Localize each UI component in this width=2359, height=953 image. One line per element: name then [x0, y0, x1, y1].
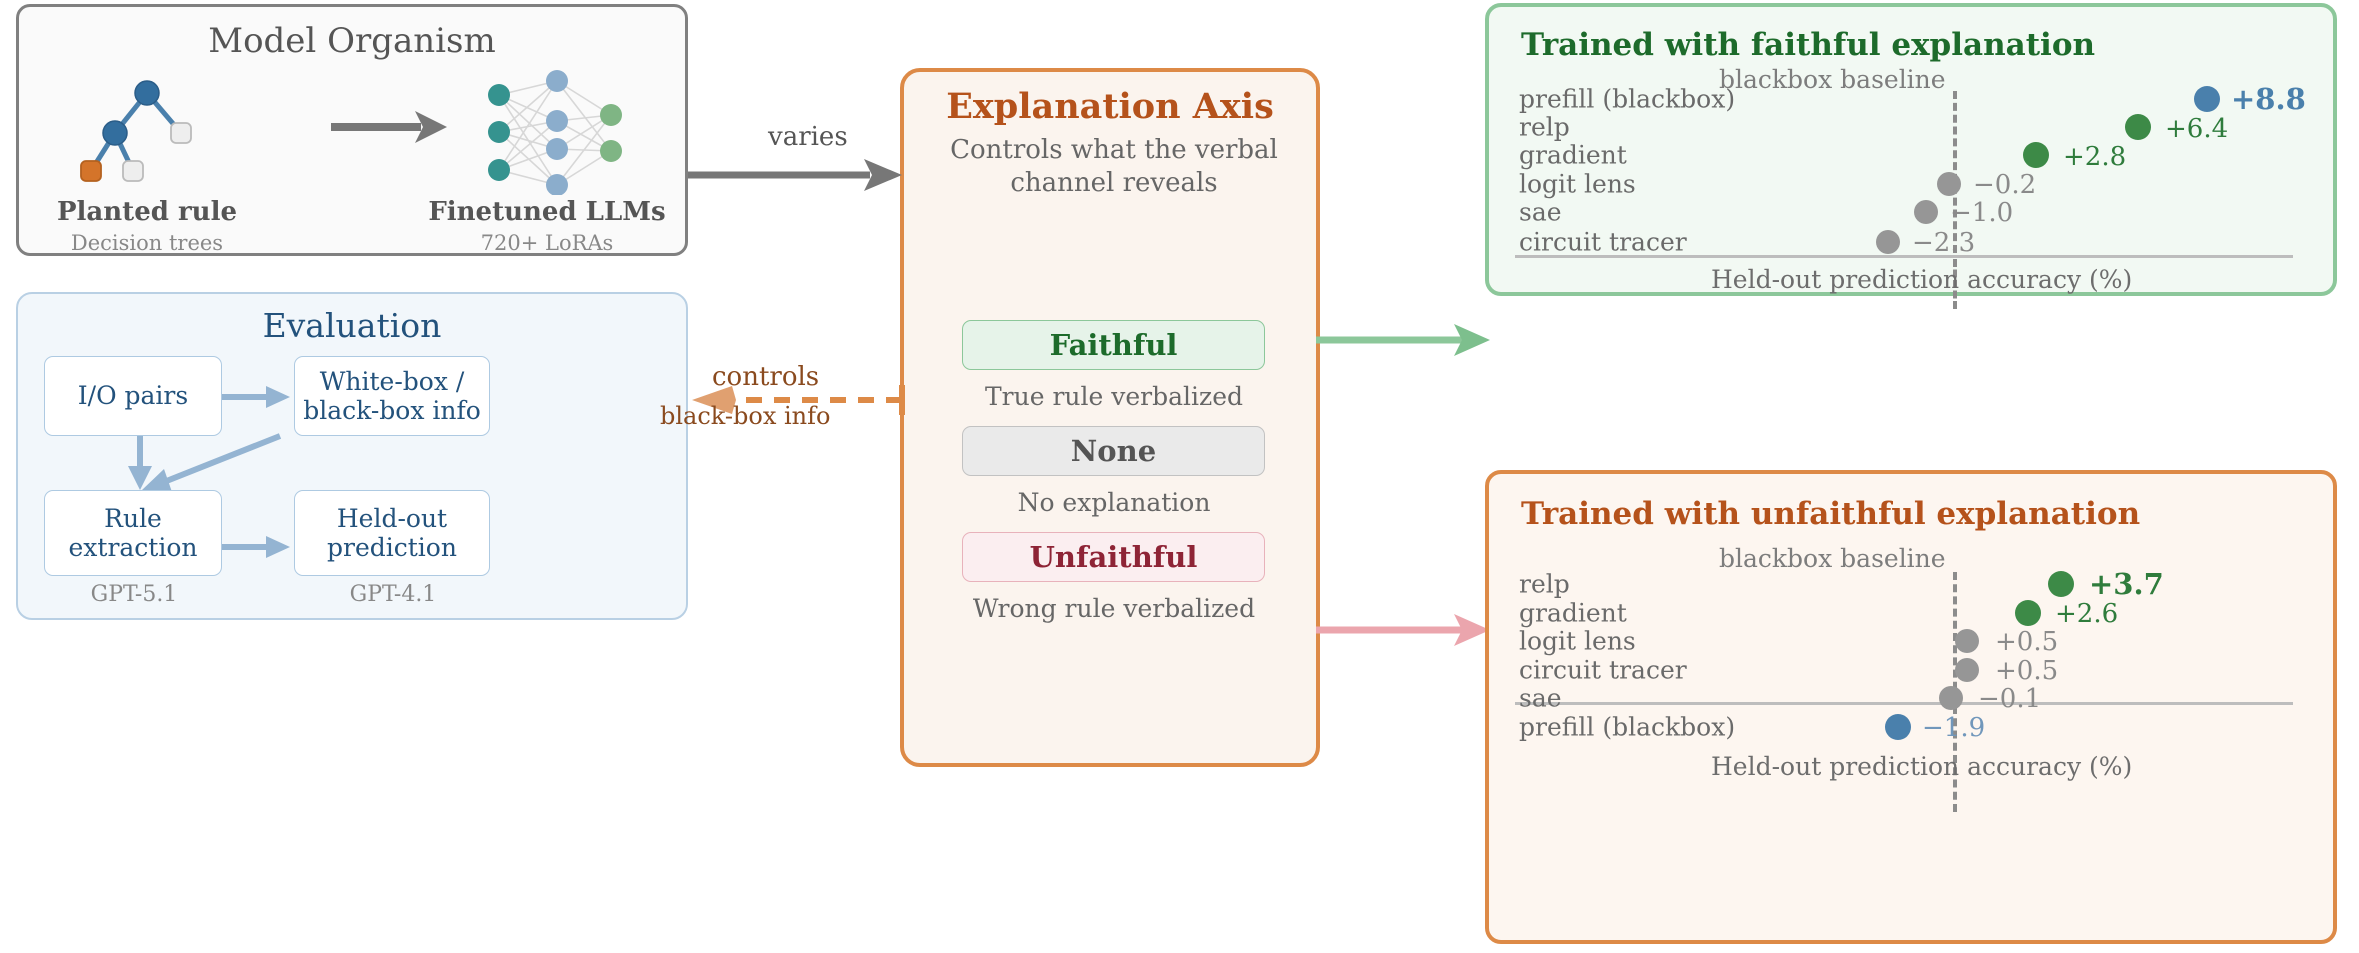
faithful-row-label-3: logit lens — [1519, 169, 1636, 199]
faithful-value-5: −2.3 — [1912, 228, 1976, 258]
unfaithful-results-panel: Trained with unfaithful explanation blac… — [1485, 470, 2337, 944]
black-box-info-label: black-box info — [660, 402, 831, 430]
faithful-xaxis-label: Held-out prediction accuracy (%) — [1711, 265, 2133, 294]
unfaithful-value-3: +0.5 — [1995, 656, 2059, 686]
unfaithful-separator-line — [1515, 702, 2293, 705]
faithful-row-label-5: circuit tracer — [1519, 227, 1687, 257]
unfaithful-xaxis-label: Held-out prediction accuracy (%) — [1711, 752, 2133, 781]
unfaithful-dot-5 — [1885, 714, 1911, 740]
eval-box-io-pairs[interactable]: I/O pairs — [44, 356, 222, 436]
eval-box-whitebox-blackbox-info[interactable]: White-box / black-box info — [294, 356, 490, 436]
unfaithful-baseline-label: blackbox baseline — [1719, 544, 1946, 573]
faithful-dot-1 — [2125, 114, 2151, 140]
eval-box-held-out-prediction[interactable]: Held-out prediction — [294, 490, 490, 576]
evaluation-title: Evaluation — [262, 306, 442, 345]
unfaithful-value-1: +2.6 — [2055, 599, 2119, 629]
controls-label: controls — [712, 362, 820, 392]
unfaithful-dot-1 — [2015, 600, 2041, 626]
option-faithful-caption: True rule verbalized — [985, 382, 1243, 411]
unfaithful-results-title: Trained with unfaithful explanation — [1521, 496, 2141, 532]
unfaithful-dot-2 — [1955, 629, 1979, 653]
faithful-dot-2 — [2023, 142, 2049, 168]
faithful-results-panel: Trained with faithful explanation blackb… — [1485, 3, 2337, 309]
faithful-dot-4 — [1914, 200, 1938, 224]
unfaithful-row-label-5: prefill (blackbox) — [1519, 712, 1736, 742]
option-none-caption: No explanation — [1017, 488, 1211, 517]
model-organism-title: Model Organism — [208, 21, 496, 61]
evaluation-flow-arrows — [128, 386, 290, 558]
faithful-dot-5 — [1876, 230, 1900, 254]
unfaithful-row-label-4: sae — [1519, 683, 1562, 713]
eval-caption-gpt41: GPT-4.1 — [349, 582, 437, 607]
faithful-value-2: +2.8 — [2063, 142, 2127, 172]
unfaithful-connector-arrow — [1316, 614, 1490, 646]
faithful-value-0: +8.8 — [2231, 82, 2306, 116]
unfaithful-row-label-3: circuit tracer — [1519, 655, 1687, 685]
faithful-separator-line — [1515, 255, 2293, 258]
option-none[interactable]: None — [962, 426, 1265, 476]
option-unfaithful-caption: Wrong rule verbalized — [972, 594, 1256, 623]
faithful-baseline-line — [1953, 91, 1957, 253]
explanation-axis-subtitle: Controls what the verbal channel reveals — [950, 135, 1278, 199]
varies-label: varies — [768, 122, 848, 152]
eval-caption-gpt51: GPT-5.1 — [90, 582, 178, 607]
faithful-results-title: Trained with faithful explanation — [1521, 27, 2096, 63]
faithful-dot-3 — [1937, 172, 1961, 196]
faithful-row-label-2: gradient — [1519, 140, 1627, 170]
faithful-baseline-label: blackbox baseline — [1719, 65, 1946, 94]
model-organism-panel: Model Organism — [16, 4, 688, 256]
explanation-axis-title: Explanation Axis — [946, 86, 1274, 127]
faithful-value-1: +6.4 — [2165, 114, 2229, 144]
unfaithful-value-2: +0.5 — [1995, 627, 2059, 657]
unfaithful-value-5: −1.9 — [1922, 713, 1986, 743]
finetuned-llms-label: Finetuned LLMs — [428, 197, 666, 227]
unfaithful-value-0: +3.7 — [2089, 567, 2164, 601]
explanation-axis-panel: Explanation Axis Controls what the verba… — [900, 68, 1320, 767]
faithful-dot-0 — [2194, 86, 2220, 112]
eval-box-rule-extraction[interactable]: Rule extraction — [44, 490, 222, 576]
neural-network-icon — [488, 70, 622, 195]
controls-arrow — [692, 385, 905, 415]
unfaithful-value-4: −0.1 — [1978, 684, 2042, 714]
planted-rule-label: Planted rule — [57, 197, 237, 227]
unfaithful-dot-3 — [1955, 658, 1979, 682]
faithful-value-3: −0.2 — [1973, 170, 2037, 200]
unfaithful-dot-4 — [1939, 686, 1963, 710]
finetuned-llms-caption: 720+ LoRAs — [480, 231, 614, 255]
faithful-connector-arrow — [1316, 324, 1490, 356]
option-unfaithful[interactable]: Unfaithful — [962, 532, 1265, 582]
faithful-row-label-0: prefill (blackbox) — [1519, 84, 1736, 114]
faithful-value-4: −1.0 — [1950, 198, 2014, 228]
unfaithful-row-label-1: gradient — [1519, 598, 1627, 628]
unfaithful-row-label-2: logit lens — [1519, 626, 1636, 656]
varies-arrow — [688, 159, 902, 191]
planted-rule-caption: Decision trees — [70, 231, 224, 255]
arrow-right-icon — [331, 111, 447, 143]
decision-tree-icon — [80, 80, 192, 182]
unfaithful-row-label-0: relp — [1519, 569, 1570, 599]
option-faithful[interactable]: Faithful — [962, 320, 1265, 370]
faithful-baseline-line-lower — [1953, 259, 1957, 309]
evaluation-panel: Evaluation I/O pairs White-box / black-b… — [16, 292, 688, 620]
unfaithful-dot-0 — [2048, 571, 2074, 597]
faithful-row-label-4: sae — [1519, 197, 1562, 227]
unfaithful-baseline-line-lower — [1953, 706, 1957, 812]
faithful-row-label-1: relp — [1519, 112, 1570, 142]
